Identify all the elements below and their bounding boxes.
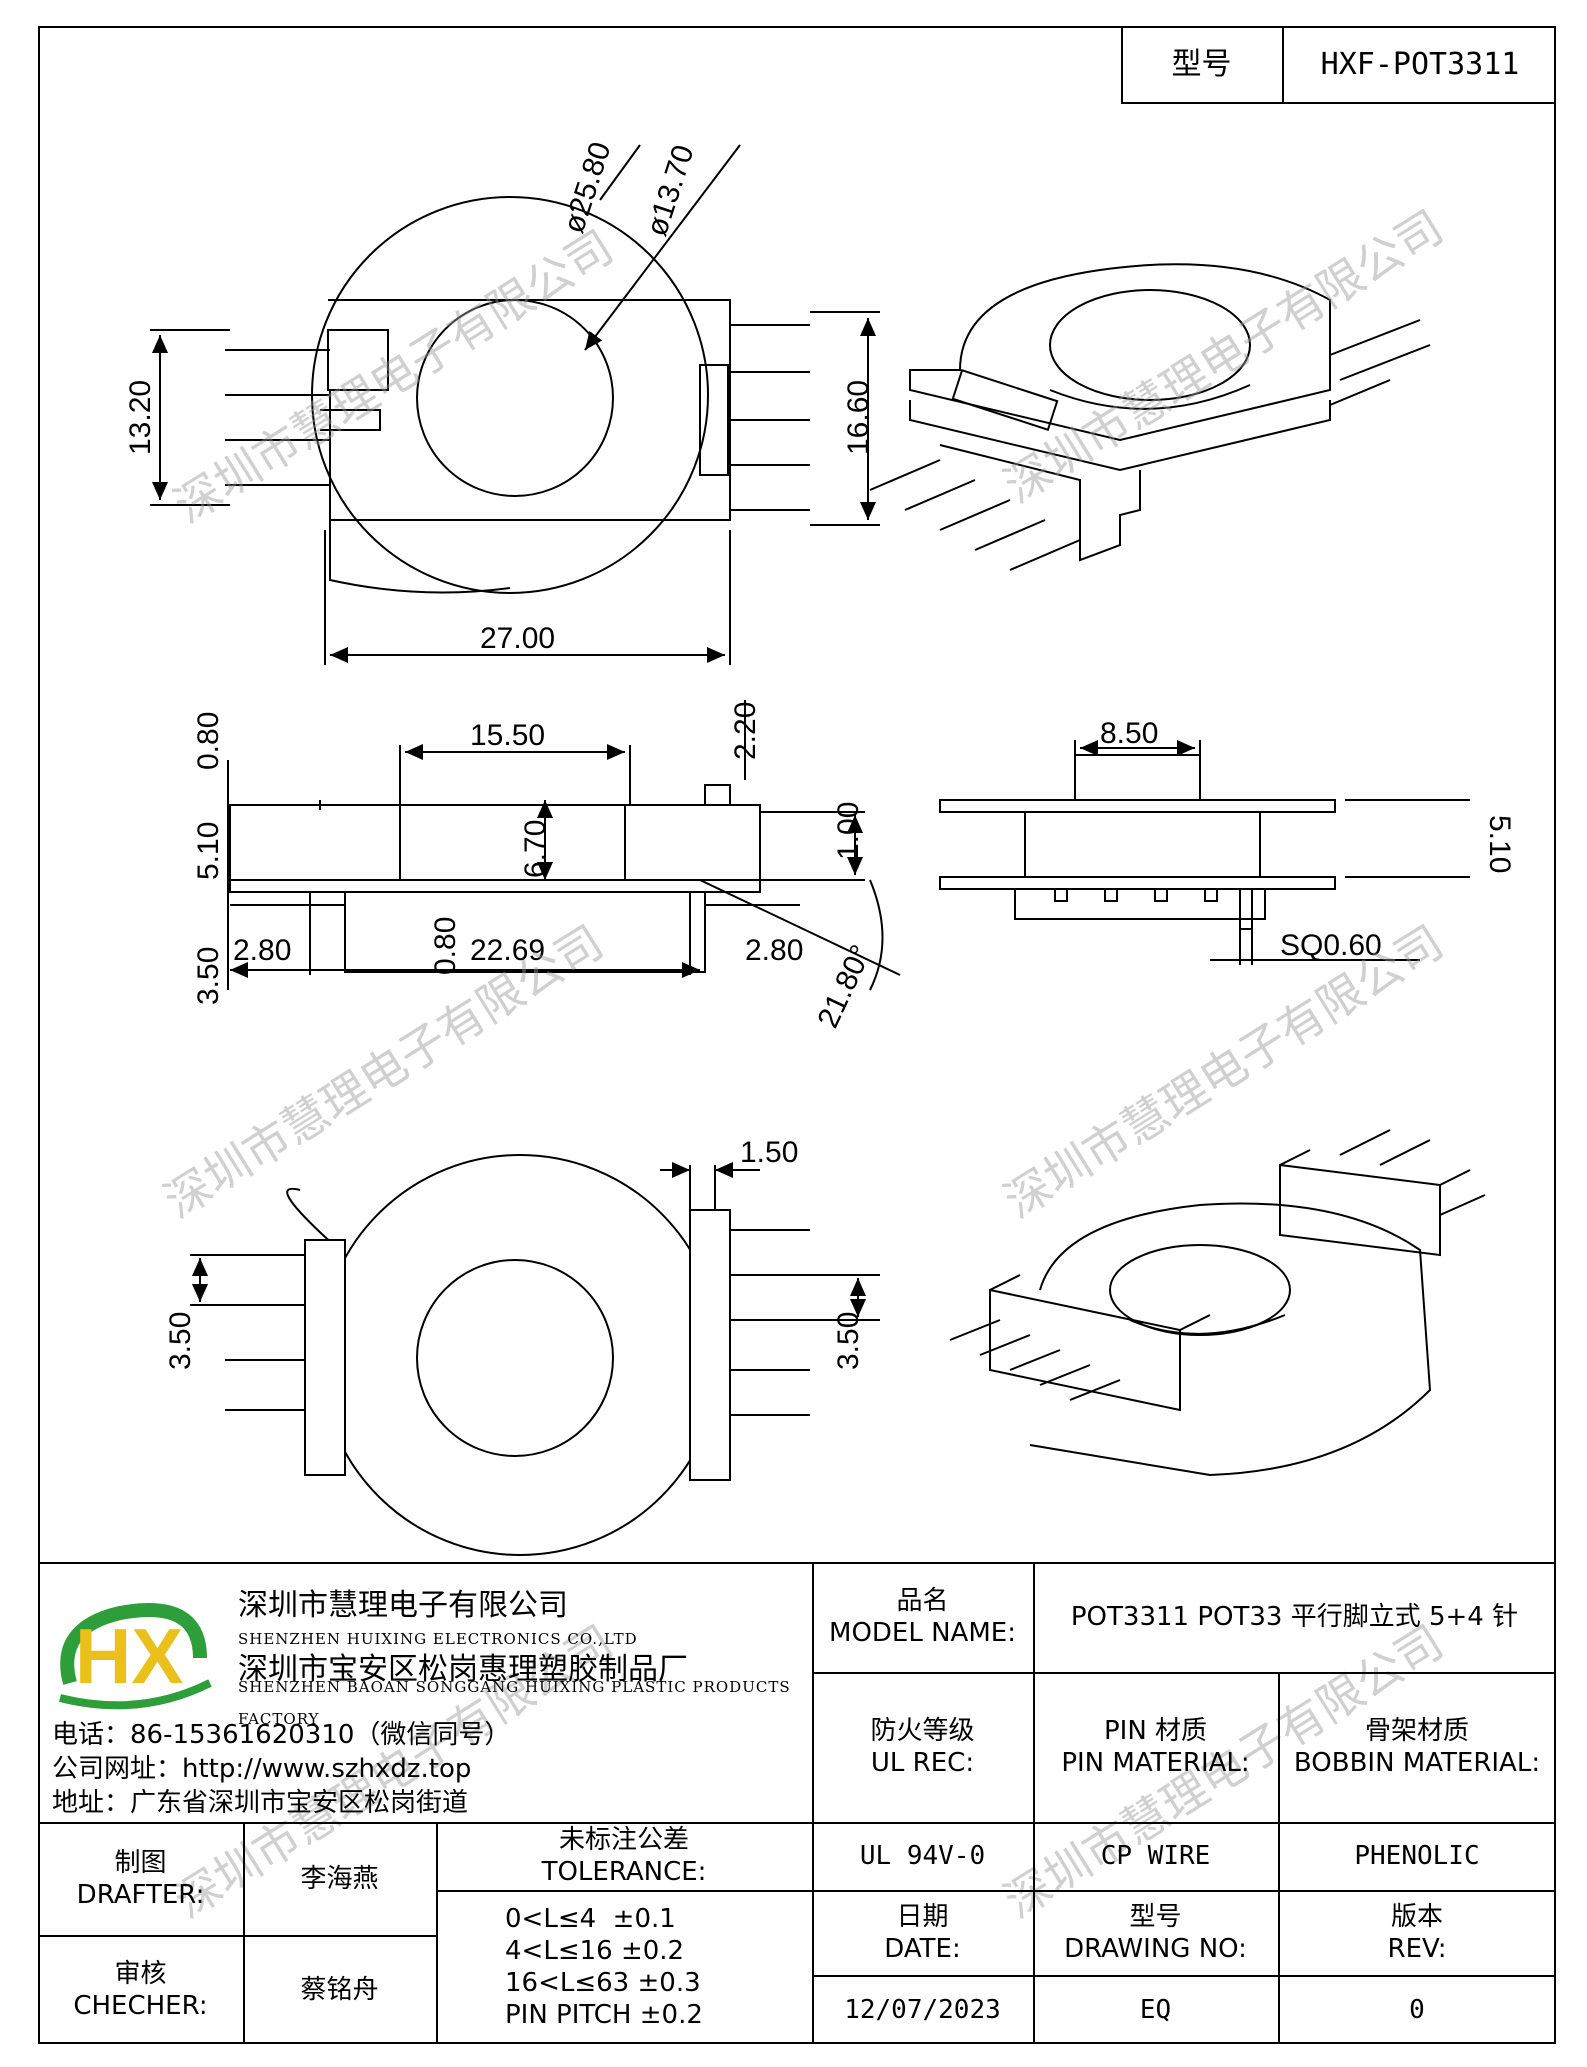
tolerance-row: 0<L≤4 ±0.1 [505, 1904, 676, 1934]
front-view [227, 700, 901, 991]
date-cn: 日期 [896, 1901, 949, 1932]
drafter-en: DRAFTER: [76, 1879, 205, 1910]
tb-divider [1033, 1562, 1035, 2044]
dim-g: 3.50 [192, 947, 225, 1005]
tolerance-row: 16<L≤63 ±0.3 [505, 1968, 701, 1998]
top-view [150, 144, 880, 665]
tolerance-row: 4<L≤16 ±0.2 [505, 1936, 685, 1966]
header-model-value: HXF-POT3311 [1320, 47, 1520, 82]
tb-divider [436, 1890, 812, 1892]
pin-cn: PIN 材质 [1103, 1716, 1208, 1746]
checker-en: CHECHER: [73, 1990, 208, 2021]
header-model-box [1121, 26, 1556, 104]
date-en: DATE: [884, 1933, 961, 1964]
tolerance-cn: 未标注公差 [558, 1825, 689, 1855]
company-name-1: 深圳市慧理电子有限公司 [238, 1588, 568, 1623]
dim-e: 0.80 [192, 712, 225, 770]
tb-divider [812, 1890, 1556, 1892]
dim-m: 8.50 [1100, 717, 1158, 750]
company-address: 地址：广东省深圳市宝安区松岗街道 [52, 1788, 469, 1818]
product-name-en: MODEL NAME: [829, 1618, 1016, 1648]
technical-drawing: ø25.80 ø13.70 13.20 16.60 27.00 15.50 0.… [124, 138, 1516, 1556]
rev-value: 0 [1409, 1994, 1425, 2025]
dim-t2: 0.80 [429, 917, 462, 975]
company-website: 公司网址：http://www.szhxdz.top [52, 1754, 472, 1784]
dim-l: 2.20 [729, 702, 762, 760]
dim-c: 27.00 [480, 622, 555, 655]
header-model-label: 型号 [1171, 47, 1232, 82]
dim-d: 15.50 [470, 719, 545, 752]
drafter-label: 制图 DRAFTER: [38, 1822, 243, 1935]
bottom-view [190, 1154, 880, 1556]
product-name-label: 品名 MODEL NAME: [812, 1562, 1033, 1672]
tolerance-label: 未标注公差 TOLERANCE: [436, 1822, 812, 1890]
dim-angle: 21.80° [811, 940, 878, 1033]
dim-t1: 1.00 [832, 802, 865, 860]
tb-divider [436, 1822, 438, 2044]
drafter-cn: 制图 [114, 1847, 167, 1878]
tb-divider [38, 1935, 436, 1937]
dim-n: SQ0.60 [1280, 929, 1382, 962]
dim-h1: 13.20 [124, 380, 157, 455]
iso-view-top [869, 263, 1431, 571]
product-name-value: POT3311 POT33 平行脚立式 5+4 针 [1070, 1602, 1519, 1632]
iso-view-bottom [949, 1129, 1486, 1477]
side-view [939, 740, 1470, 965]
tolerance-en: TOLERANCE: [541, 1857, 707, 1887]
pin-en: PIN MATERIAL: [1061, 1748, 1250, 1778]
dim-h: 2.80 [233, 934, 291, 967]
checker-label: 审核 CHECHER: [38, 1935, 243, 2044]
bobbin-material-value: PHENOLIC [1354, 1841, 1480, 1871]
tb-divider [812, 1672, 1556, 1674]
checker-cn: 审核 [114, 1958, 167, 1989]
bobbin-material-label: 骨架材质 BOBBIN MATERIAL: [1278, 1672, 1556, 1822]
dim-k: 6.70 [519, 820, 552, 878]
tb-divider [243, 1822, 245, 2044]
rev-cn: 版本 [1390, 1901, 1443, 1932]
product-name-cn: 品名 [896, 1586, 949, 1616]
tolerance-row: PIN PITCH ±0.2 [505, 2000, 703, 2030]
dim-q: 3.50 [164, 1312, 197, 1370]
checker-value: 蔡铭舟 [300, 1974, 379, 2005]
dim-side: 5.10 [1483, 815, 1516, 873]
tb-divider [1278, 1672, 1280, 2044]
date-label: 日期 DATE: [812, 1890, 1033, 1975]
tb-divider [812, 1975, 1556, 1977]
logo-letters: HX [75, 1612, 183, 1700]
tb-divider [812, 1562, 814, 2044]
drawing-en: DRAWING NO: [1064, 1933, 1247, 1964]
dim-j: 2.80 [745, 934, 803, 967]
rev-en: REV: [1387, 1933, 1447, 1964]
bobbin-cn: 骨架材质 [1364, 1716, 1469, 1746]
ul-value: UL 94V-0 [859, 1841, 986, 1871]
pin-material-label: PIN 材质 PIN MATERIAL: [1033, 1672, 1278, 1822]
company-name-2-en: SHENZHEN BAOAN SONGGANG HUIXING PLASTIC … [238, 1678, 791, 1728]
bobbin-en: BOBBIN MATERIAL: [1293, 1748, 1541, 1778]
dim-i: 22.69 [470, 934, 545, 967]
header-divider [1282, 26, 1284, 104]
drawing-no-value: EQ [1139, 1994, 1172, 2025]
dim-b: ø13.70 [640, 141, 700, 240]
pin-material-value: CP WIRE [1100, 1841, 1211, 1871]
company-name-1-en: SHENZHEN HUIXING ELECTRONICS CO.,LTD [238, 1630, 638, 1648]
company-name-2: 深圳市宝安区松岗惠理塑胶制品厂 [238, 1652, 688, 1687]
ul-en: UL REC: [870, 1748, 975, 1778]
drafter-value: 李海燕 [300, 1863, 379, 1894]
drawing-frame [38, 26, 1556, 2044]
ul-cn: 防火等级 [870, 1716, 975, 1746]
tolerance-table: 0<L≤4 ±0.1 4<L≤16 ±0.2 16<L≤63 ±0.3 PIN … [505, 1892, 805, 2042]
dim-o: 1.50 [740, 1136, 798, 1169]
dim-p: 3.50 [832, 1312, 865, 1370]
ul-label: 防火等级 UL REC: [812, 1672, 1033, 1822]
titleblock-top [38, 1562, 1556, 1564]
rev-label: 版本 REV: [1278, 1890, 1556, 1975]
company-phone: 电话：86-15361620310（微信同号） [52, 1720, 511, 1750]
company-logo-icon: HX [59, 1603, 212, 1710]
dim-f: 5.10 [192, 822, 225, 880]
drawing-cn: 型号 [1129, 1901, 1182, 1932]
drawing-no-label: 型号 DRAWING NO: [1033, 1890, 1278, 1975]
tb-divider [38, 1822, 1556, 1824]
date-value: 12/07/2023 [844, 1994, 1001, 2025]
dim-h2: 16.60 [842, 380, 875, 455]
